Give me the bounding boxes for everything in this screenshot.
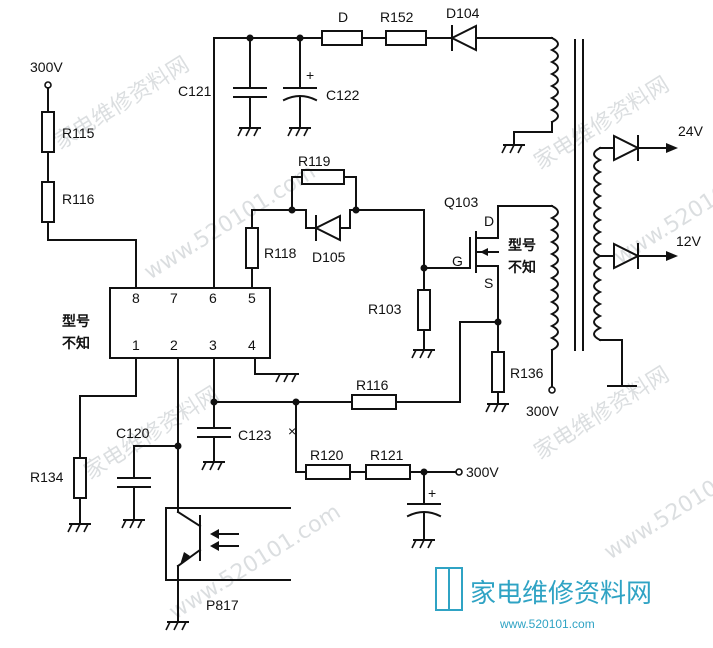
terminal-300v-mid	[455, 468, 463, 476]
gate-drive-branch: R118 R119 D105 R103	[245, 153, 471, 359]
label-r134: R134	[30, 469, 64, 485]
label-r118: R118	[264, 245, 297, 261]
label-300v-r136: 300V	[526, 403, 559, 419]
label-12v: 12V	[676, 233, 702, 249]
label-24v: 24V	[678, 123, 704, 139]
vcc-supply-branch: C121 + C122 D R152 D104	[178, 5, 559, 289]
label-c122: C122	[326, 87, 360, 103]
q-type-line2: 不知	[508, 259, 536, 276]
diode-24v	[613, 134, 641, 162]
resistor-r120	[305, 464, 351, 480]
logo-url: www.520101.com	[499, 617, 595, 631]
aux-winding	[549, 36, 559, 124]
input-300v-branch: 300V R115 R116	[30, 59, 137, 289]
label-300v-top: 300V	[30, 59, 63, 75]
label-r116: R116	[62, 191, 95, 207]
label-q-s: S	[484, 275, 493, 291]
primary-winding	[549, 204, 559, 352]
polarity-plus: +	[306, 67, 314, 83]
control-ic: 型号 不知 8 7 6 5 1 2 3 4	[62, 287, 271, 359]
resistor-r118	[245, 227, 259, 269]
feedback-branch: R116 C123 × R120 R121 300V +	[197, 357, 499, 549]
resistor-r136	[491, 351, 505, 393]
label-q-d: D	[484, 213, 494, 229]
resistor-r103	[417, 289, 431, 331]
logo-title: 家电维修资料网	[470, 579, 652, 609]
label-r115: R115	[62, 125, 95, 141]
resistor-r116	[41, 181, 55, 223]
secondary-winding	[593, 146, 603, 342]
resistor-r152	[385, 30, 427, 46]
pin2-opto-branch: C120 P817	[116, 357, 291, 631]
ic-pin-8: 8	[132, 290, 140, 306]
pin1-branch: R134	[30, 357, 137, 533]
label-q103: Q103	[444, 194, 478, 210]
label-300v-mid: 300V	[466, 464, 499, 480]
q-type-line1: 型号	[508, 237, 536, 254]
optocoupler-p817	[165, 507, 291, 581]
watermark-text: www.520101.com	[140, 160, 320, 286]
diode-12v	[613, 242, 641, 270]
label-r136: R136	[510, 365, 544, 381]
label-r121: R121	[370, 447, 404, 463]
label-c121: C121	[178, 83, 212, 99]
label-d-top: D	[338, 9, 348, 25]
ic-pin-4: 4	[248, 337, 256, 353]
component-d	[321, 30, 363, 46]
ic-pin-2: 2	[170, 337, 178, 353]
watermark-text: www.520101.com	[600, 440, 713, 566]
watermark-text: www.520101.com	[610, 145, 713, 271]
ic-pin-7: 7	[170, 290, 178, 306]
ic-body	[109, 287, 271, 359]
source-sense-branch: R136	[399, 318, 544, 413]
cut-mark: ×	[288, 423, 296, 439]
site-logo: 家电维修资料网 www.520101.com	[435, 567, 652, 631]
ic-pin-1: 1	[132, 337, 140, 353]
ic-pin-3: 3	[209, 337, 217, 353]
label-r103: R103	[368, 301, 402, 317]
resistor-r116b	[351, 394, 397, 410]
ic-pin-6: 6	[209, 290, 217, 306]
ic-pin-5: 5	[248, 290, 256, 306]
primary-winding-branch: 300V	[526, 204, 559, 419]
label-r152: R152	[380, 9, 414, 25]
ic-type-line1: 型号	[62, 313, 90, 330]
resistor-r121	[365, 464, 411, 480]
ic-type-line2: 不知	[62, 335, 90, 352]
mosfet-q103: Q103 D G S 型号 不知	[444, 194, 553, 323]
terminal-300v-primary	[548, 386, 556, 394]
label-r116b: R116	[356, 377, 389, 393]
label-d105: D105	[312, 249, 346, 265]
label-p817: P817	[206, 597, 239, 613]
pin4-ground	[254, 357, 299, 383]
label-d104: D104	[446, 5, 480, 21]
label-r120: R120	[310, 447, 344, 463]
label-c123: C123	[238, 427, 272, 443]
label-q-g: G	[452, 253, 463, 269]
transformer-secondary: 24V 12V	[574, 39, 704, 387]
label-r119: R119	[298, 153, 331, 169]
polarity-plus: +	[428, 485, 436, 501]
watermark-text: www.520101.com	[165, 500, 345, 626]
label-c120: C120	[116, 425, 150, 441]
